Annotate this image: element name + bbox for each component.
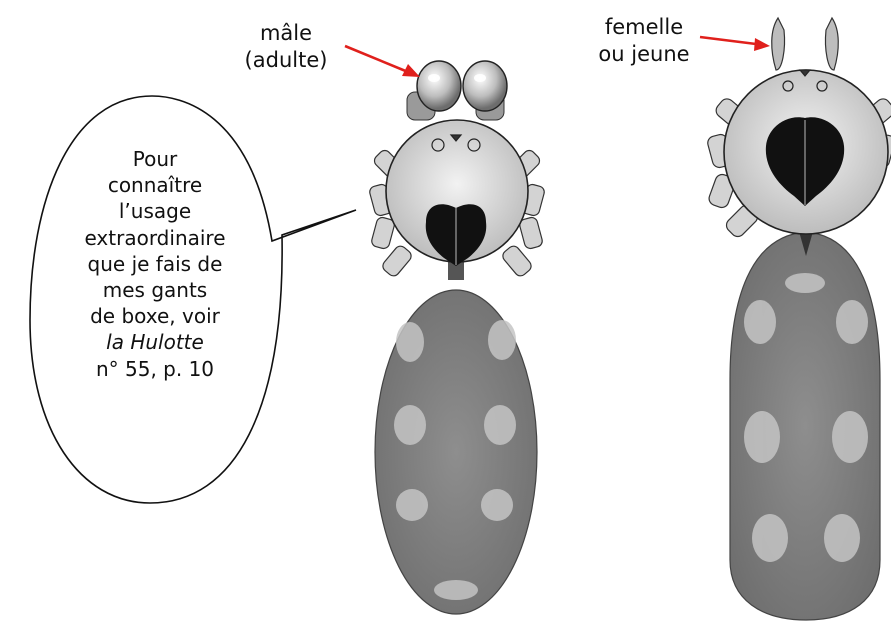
male-adult-label: mâle (adulte) [231,20,341,74]
bubble-line: que je fais de [48,251,262,277]
female-spider [706,18,891,620]
male-label-arrow [345,46,420,77]
speech-bubble-text: Pour connaître l’usage extraordinaire qu… [48,146,262,382]
female-or-young-label: femelle ou jeune [594,14,694,68]
male-label-line-2: (adulte) [231,47,341,74]
bubble-line: connaître [48,172,262,198]
bubble-line: l’usage [48,198,262,224]
bubble-line: Pour [48,146,262,172]
bubble-line: de boxe, voir [48,303,262,329]
female-palps [772,18,839,70]
male-palps [407,61,507,120]
bubble-line: n° 55, p. 10 [48,356,262,382]
female-label-arrow [700,37,770,51]
bubble-line: extraordinaire [48,225,262,251]
male-spider [368,61,545,614]
male-label-line-1: mâle [231,20,341,47]
female-label-line-2: ou jeune [594,41,694,68]
bubble-line-publication-title: la Hulotte [48,329,262,355]
female-label-line-1: femelle [594,14,694,41]
bubble-line: mes gants [48,277,262,303]
